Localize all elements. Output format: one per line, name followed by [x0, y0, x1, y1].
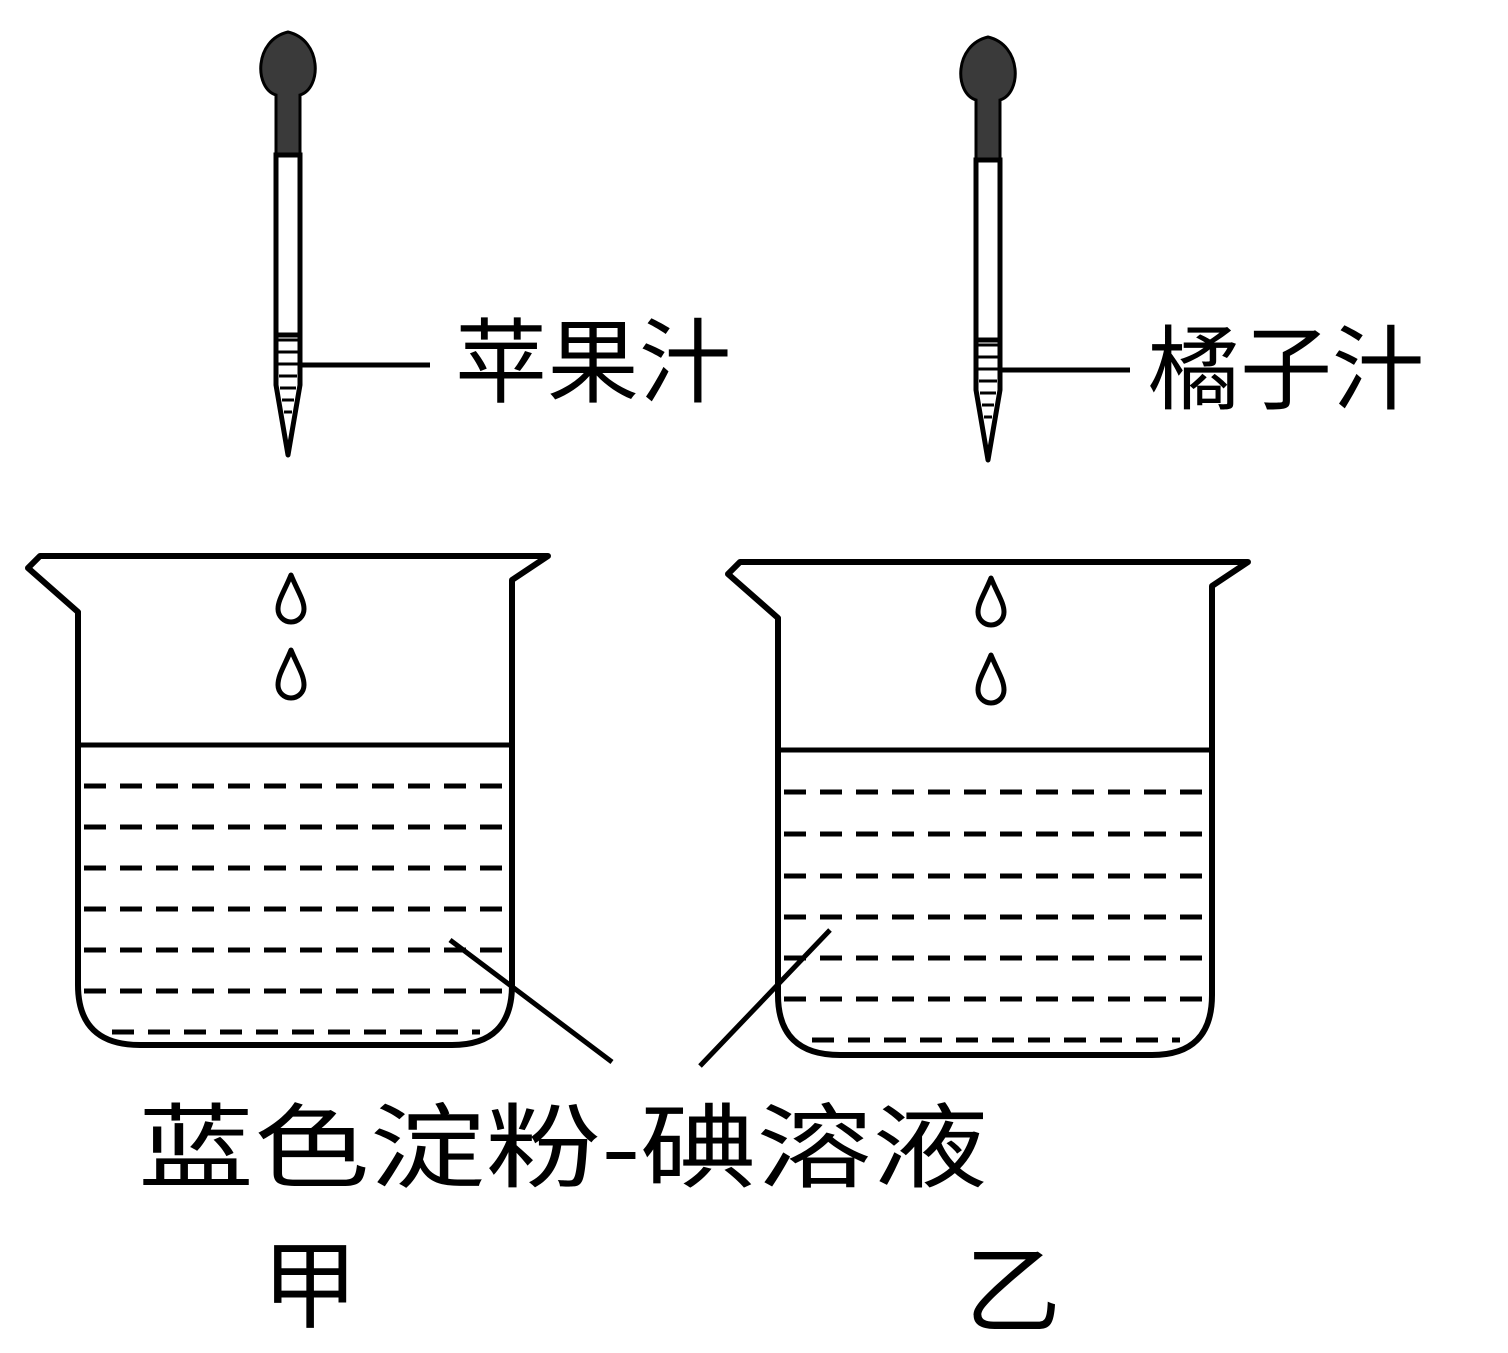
beaker-left: [25, 553, 551, 1048]
solution-label: 蓝色淀粉-碘溶液: [138, 1095, 988, 1202]
dropper-icon: [959, 35, 1017, 463]
beaker-left-label: 甲: [262, 1231, 358, 1343]
droplet-icon: [975, 575, 1007, 628]
droplet-icon: [275, 572, 307, 625]
beaker-right-label: 乙: [965, 1236, 1061, 1348]
droplet-icon: [275, 647, 307, 701]
solution-leader-left: [448, 938, 614, 1064]
dropper-left: 苹果汁: [259, 30, 731, 458]
beaker-right: [725, 559, 1251, 1058]
dropper-icon: [259, 30, 317, 458]
liquid-lines: [84, 783, 506, 1035]
dropper-right: 橘子汁: [959, 35, 1424, 463]
dropper-right-label: 橘子汁: [1148, 317, 1424, 424]
beaker-icon: [25, 553, 551, 1048]
solution-leader-right: [698, 928, 832, 1068]
dropper-left-label: 苹果汁: [455, 310, 731, 417]
beaker-icon: [725, 559, 1251, 1058]
droplet-icon: [975, 652, 1007, 706]
liquid-lines: [784, 789, 1206, 1043]
